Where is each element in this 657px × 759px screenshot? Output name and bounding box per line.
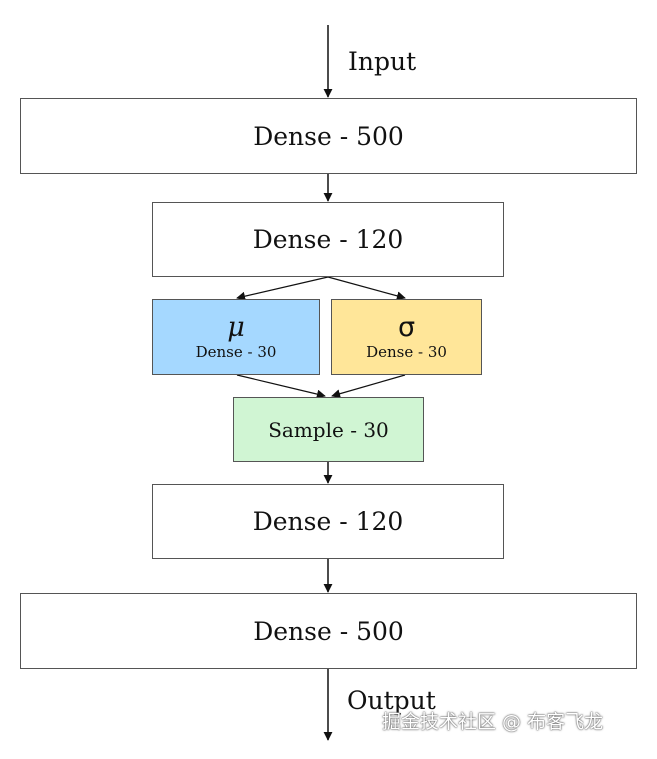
arrow-mu-to-sample (236, 374, 326, 399)
output-label: Output (347, 686, 436, 715)
layer-sigma: σ Dense - 30 (331, 299, 482, 375)
layer-label: Sample - 30 (268, 417, 389, 442)
sigma-symbol: σ (397, 312, 416, 343)
arrow-sigma-to-sample (331, 374, 406, 399)
arrow-120-to-sigma (327, 276, 406, 301)
layer-label: Dense - 500 (253, 121, 404, 151)
arrow-120-to-mu (236, 276, 329, 301)
layer-label: Dense - 120 (252, 507, 404, 536)
input-label: Input (348, 47, 417, 76)
layer-dense-120-encoder: Dense - 120 (152, 202, 504, 277)
layer-sample: Sample - 30 (233, 397, 424, 462)
layer-mu: μ Dense - 30 (152, 299, 320, 375)
layer-label: Dense - 30 (195, 343, 277, 361)
layer-dense-500-decoder: Dense - 500 (20, 593, 637, 669)
layer-dense-120-decoder: Dense - 120 (152, 484, 504, 559)
layer-label: Dense - 500 (253, 616, 404, 646)
mu-symbol: μ (227, 312, 245, 343)
watermark: 掘金技术社区 @ 布客飞龙 (382, 711, 604, 733)
layer-label: Dense - 30 (366, 343, 447, 361)
layer-label: Dense - 120 (252, 225, 404, 254)
layer-dense-500-encoder: Dense - 500 (20, 98, 637, 174)
